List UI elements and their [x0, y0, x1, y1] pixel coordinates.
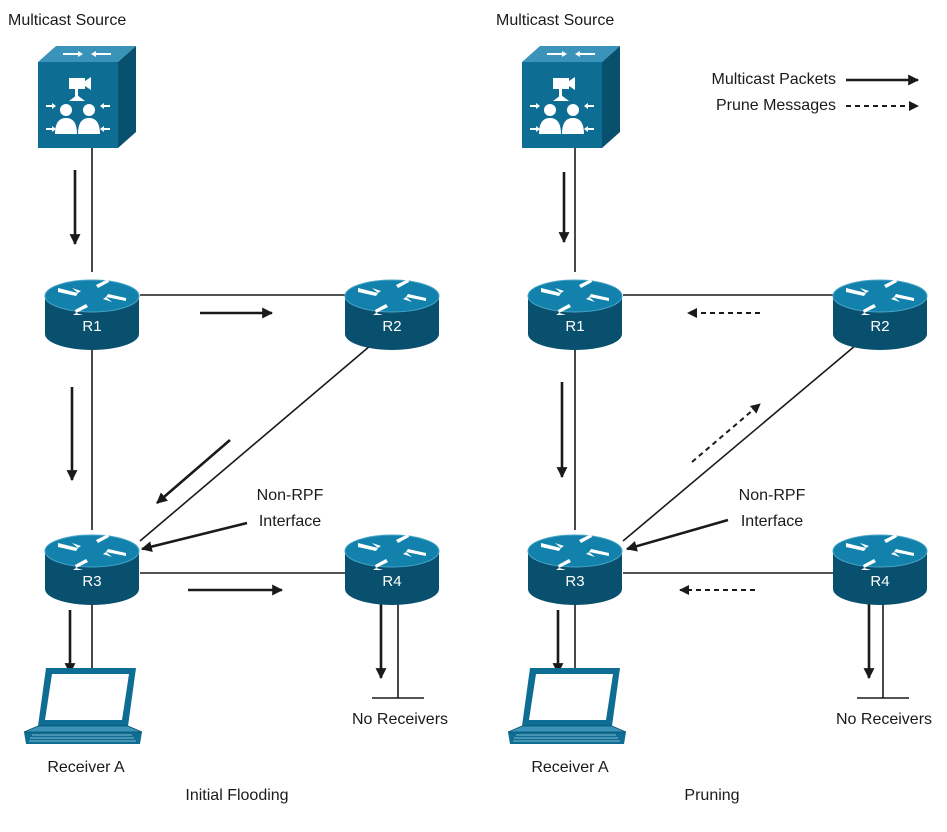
flow-arrow [156, 439, 231, 504]
router-r4 [344, 531, 440, 606]
receiver-laptop-icon [23, 667, 143, 745]
router-label-r4: R4 [870, 573, 889, 590]
link-r2-r3 [622, 339, 863, 542]
prune-arrow [691, 403, 761, 463]
non-rpf-label: Non-RPF [257, 487, 324, 504]
non-rpf-pointer [140, 521, 248, 552]
router-label-r2: R2 [382, 318, 401, 335]
router-r1 [44, 276, 140, 351]
legend-multicast-packets-label: Multicast Packets [712, 71, 836, 88]
legend: Multicast Packets Prune Messages [712, 71, 920, 114]
caption-pruning: Pruning [684, 787, 739, 804]
source-label: Multicast Source [496, 12, 614, 29]
non-rpf-label: Interface [741, 513, 803, 530]
router-label-r3: R3 [565, 573, 584, 590]
receiver-laptop-icon [507, 667, 627, 745]
router-r4 [832, 531, 928, 606]
multicast-source-icon [522, 46, 620, 148]
multicast-source-icon [38, 46, 136, 148]
router-label-r3: R3 [82, 573, 101, 590]
left-panel: Multicast Source R1 R2 R3 R4 Non-RPF Int… [8, 12, 448, 804]
router-r3 [527, 531, 623, 606]
non-rpf-label: Interface [259, 513, 321, 530]
receiver-label: Receiver A [47, 759, 125, 776]
source-label: Multicast Source [8, 12, 126, 29]
receiver-label: Receiver A [531, 759, 609, 776]
legend-prune-messages-label: Prune Messages [716, 97, 836, 114]
router-r1 [527, 276, 623, 351]
router-label-r1: R1 [565, 318, 584, 335]
non-rpf-label: Non-RPF [739, 487, 806, 504]
router-label-r2: R2 [870, 318, 889, 335]
link-r2-r3 [139, 339, 378, 542]
router-label-r4: R4 [382, 573, 401, 590]
caption-initial-flooding: Initial Flooding [185, 787, 288, 804]
router-r3 [44, 531, 140, 606]
router-r2 [344, 276, 440, 351]
router-label-r1: R1 [82, 318, 101, 335]
no-receivers-label: No Receivers [836, 711, 932, 728]
no-receivers-label: No Receivers [352, 711, 448, 728]
router-r2 [832, 276, 928, 351]
right-panel: Multicast Source R1 R2 R3 R4 Non-RPF Int… [496, 12, 932, 804]
non-rpf-pointer [625, 518, 729, 552]
